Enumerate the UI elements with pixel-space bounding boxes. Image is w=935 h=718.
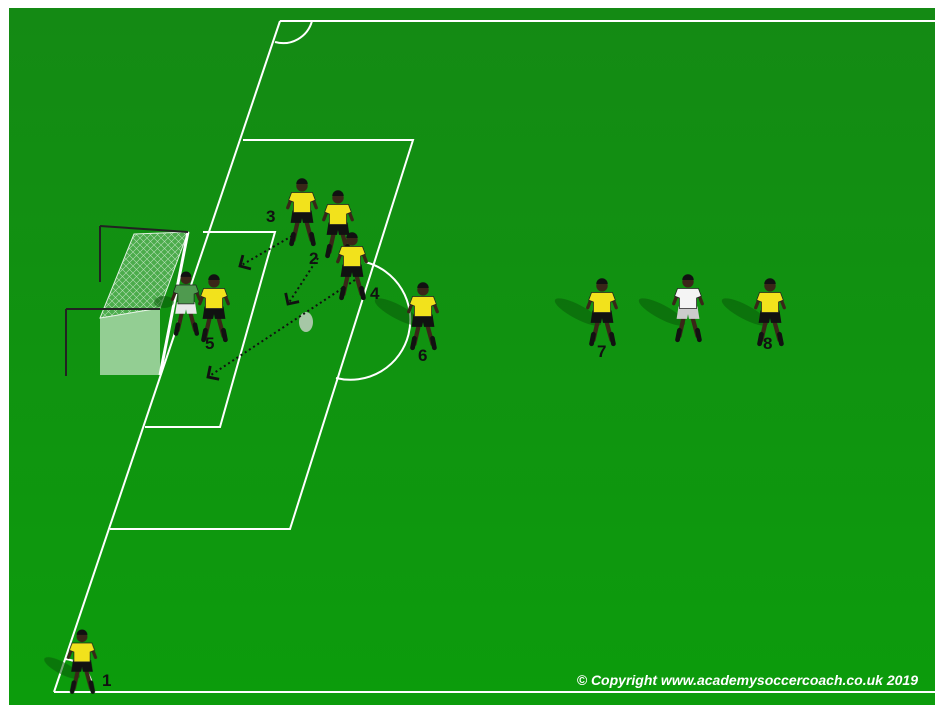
player-number-6: 6	[418, 346, 427, 365]
player-number-2: 2	[309, 249, 318, 268]
player-number-7: 7	[597, 342, 606, 361]
copyright-text: © Copyright www.academysoccercoach.co.uk…	[577, 672, 918, 688]
goal-net-side	[100, 308, 160, 375]
player-number-1: 1	[102, 671, 111, 690]
player-number-5: 5	[205, 334, 214, 353]
player-number-4: 4	[370, 284, 380, 303]
player-number-3: 3	[266, 207, 275, 226]
penalty-spot	[299, 312, 313, 332]
player-number-8: 8	[763, 334, 772, 353]
